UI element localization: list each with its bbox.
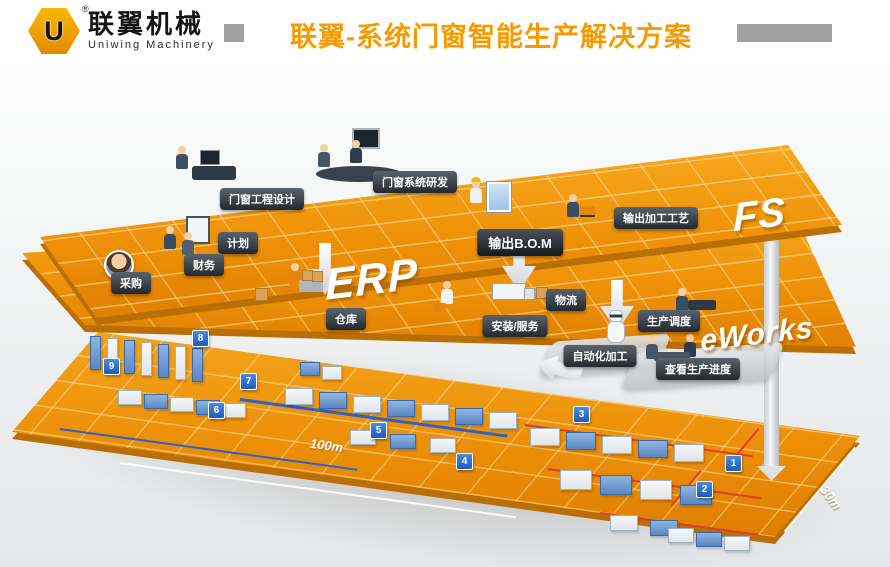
machine-box [489, 412, 517, 429]
header: U 联翼机械 Uniwing Machinery ® 联翼-系统门窗智能生产解决… [0, 0, 890, 64]
scheduler-figure [676, 288, 688, 312]
toolbox-icon [433, 303, 446, 311]
label-logistics: 物流 [546, 289, 586, 311]
planner-figure [164, 226, 176, 250]
machine-box [175, 346, 186, 380]
machine-box [455, 408, 483, 425]
machine-box [285, 388, 313, 405]
label-output-bom: 输出B.O.M [477, 229, 563, 256]
label-automated-processing: 自动化加工 [563, 345, 637, 367]
machine-box [387, 400, 415, 417]
machine-box [118, 390, 142, 405]
uniwing-logo-icon: U [28, 8, 80, 54]
whiteboard-icon [186, 216, 210, 244]
installer-figure [441, 281, 453, 305]
progress-table [654, 352, 690, 361]
title-divider-left [224, 24, 244, 42]
process-engineer-figure [567, 194, 579, 218]
machine-box [696, 532, 722, 547]
machine-box [674, 444, 704, 462]
scheduler-desk [688, 300, 716, 310]
design-layer-big-label: FS [732, 189, 787, 241]
rnd-figure [350, 140, 362, 164]
machine-box [390, 434, 416, 449]
factory-marker: 5 [370, 422, 387, 439]
logo-letter: U [44, 15, 64, 46]
machine-box [144, 394, 168, 409]
factory-marker: 9 [103, 358, 120, 375]
label-install-service: 安装/服务 [482, 315, 548, 337]
machine-box [158, 344, 169, 378]
registered-trademark: ® [82, 4, 89, 14]
design-desk [192, 166, 236, 180]
brand-name-cn: 联翼机械 [88, 9, 205, 40]
brand-text: 联翼机械 Uniwing Machinery [88, 9, 215, 51]
machine-box [124, 340, 135, 374]
machine-box [170, 397, 194, 412]
label-output-process: 输出加工工艺 [614, 207, 698, 229]
machine-box [319, 392, 347, 409]
machine-box [222, 403, 246, 418]
engineer-figure [470, 180, 482, 204]
machine-box [610, 515, 638, 531]
connector-pillar-lower [764, 418, 779, 468]
cargo-box [255, 288, 268, 301]
laptop-icon [580, 206, 595, 217]
machine-box [530, 428, 560, 446]
truck-icon [492, 283, 526, 300]
label-warehouse: 仓库 [326, 308, 366, 330]
machine-box [600, 475, 632, 495]
machine-box [560, 470, 592, 490]
machine-box [353, 396, 381, 413]
cart-icon [299, 280, 323, 292]
factory-marker: 6 [208, 402, 225, 419]
machine-box [638, 440, 668, 458]
page-title: 联翼-系统门窗智能生产解决方案 [290, 22, 692, 52]
factory-marker: 4 [456, 453, 473, 470]
machine-box [90, 336, 101, 370]
label-plan: 计划 [218, 232, 258, 254]
machine-box [724, 536, 750, 551]
warehouse-worker-figure [289, 263, 301, 287]
truck-cab-icon [524, 288, 535, 300]
label-production-scheduling: 生产调度 [638, 310, 700, 332]
design-monitor-icon [200, 150, 220, 165]
brand-name-en: Uniwing Machinery [88, 38, 215, 51]
machine-box [141, 342, 152, 376]
machine-box [322, 366, 342, 380]
cargo-box [312, 271, 323, 282]
title-divider-right [737, 24, 832, 42]
brand-logo: U 联翼机械 Uniwing Machinery [28, 8, 215, 54]
factory-marker: 3 [573, 406, 590, 423]
factory-marker: 7 [240, 373, 257, 390]
hard-hat-icon [471, 177, 481, 182]
machine-box [668, 528, 694, 543]
finance-figure [182, 232, 194, 256]
machine-box [300, 362, 320, 376]
label-finance: 财务 [184, 254, 224, 276]
rnd-figure [318, 144, 330, 168]
machine-box [602, 436, 632, 454]
factory-marker: 2 [696, 481, 713, 498]
factory-marker: 8 [192, 330, 209, 347]
machine-box [192, 348, 203, 382]
machine-box [421, 404, 449, 421]
label-view-production-progress: 查看生产进度 [656, 358, 740, 380]
machine-box [566, 432, 596, 450]
factory-marker: 1 [725, 455, 742, 472]
robot-figure [606, 310, 625, 344]
label-purchasing: 采购 [111, 272, 151, 294]
label-door-window-system-rnd: 门窗系统研发 [373, 171, 457, 193]
window-frame-prop [487, 182, 511, 212]
label-door-window-engineering-design: 门窗工程设计 [220, 188, 304, 210]
designer-figure [176, 146, 188, 170]
machine-box [430, 438, 456, 453]
machine-box [640, 480, 672, 500]
